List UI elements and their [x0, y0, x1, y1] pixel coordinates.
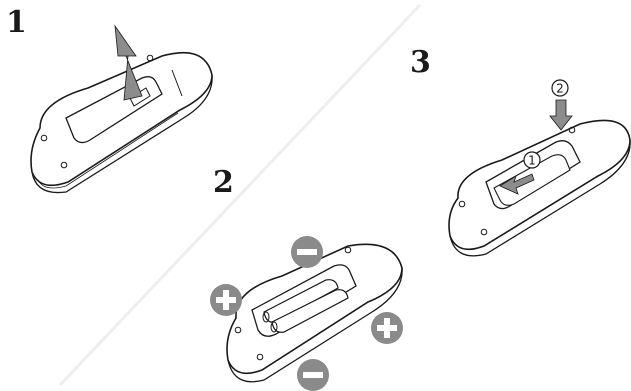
- step-number-2: 2: [213, 168, 234, 198]
- plus-icon: [210, 284, 242, 316]
- step-number-3: 3: [410, 48, 431, 78]
- plus-icon: [371, 312, 403, 344]
- minus-icon: [297, 359, 329, 391]
- down-arrow-icon: [550, 100, 572, 130]
- callout-number: 2: [556, 82, 564, 96]
- remote-step3: 1 2: [449, 80, 630, 256]
- minus-icon: [291, 236, 323, 268]
- remote-body: [31, 53, 212, 186]
- callout-number: 1: [528, 154, 536, 168]
- screw-hole: [147, 55, 153, 61]
- remote-step2: [210, 236, 403, 391]
- step-number-1: 1: [6, 8, 27, 38]
- step3-callout-1: 1: [524, 152, 540, 168]
- step3-callout-2: 2: [552, 80, 568, 96]
- remote-step1: [31, 26, 212, 193]
